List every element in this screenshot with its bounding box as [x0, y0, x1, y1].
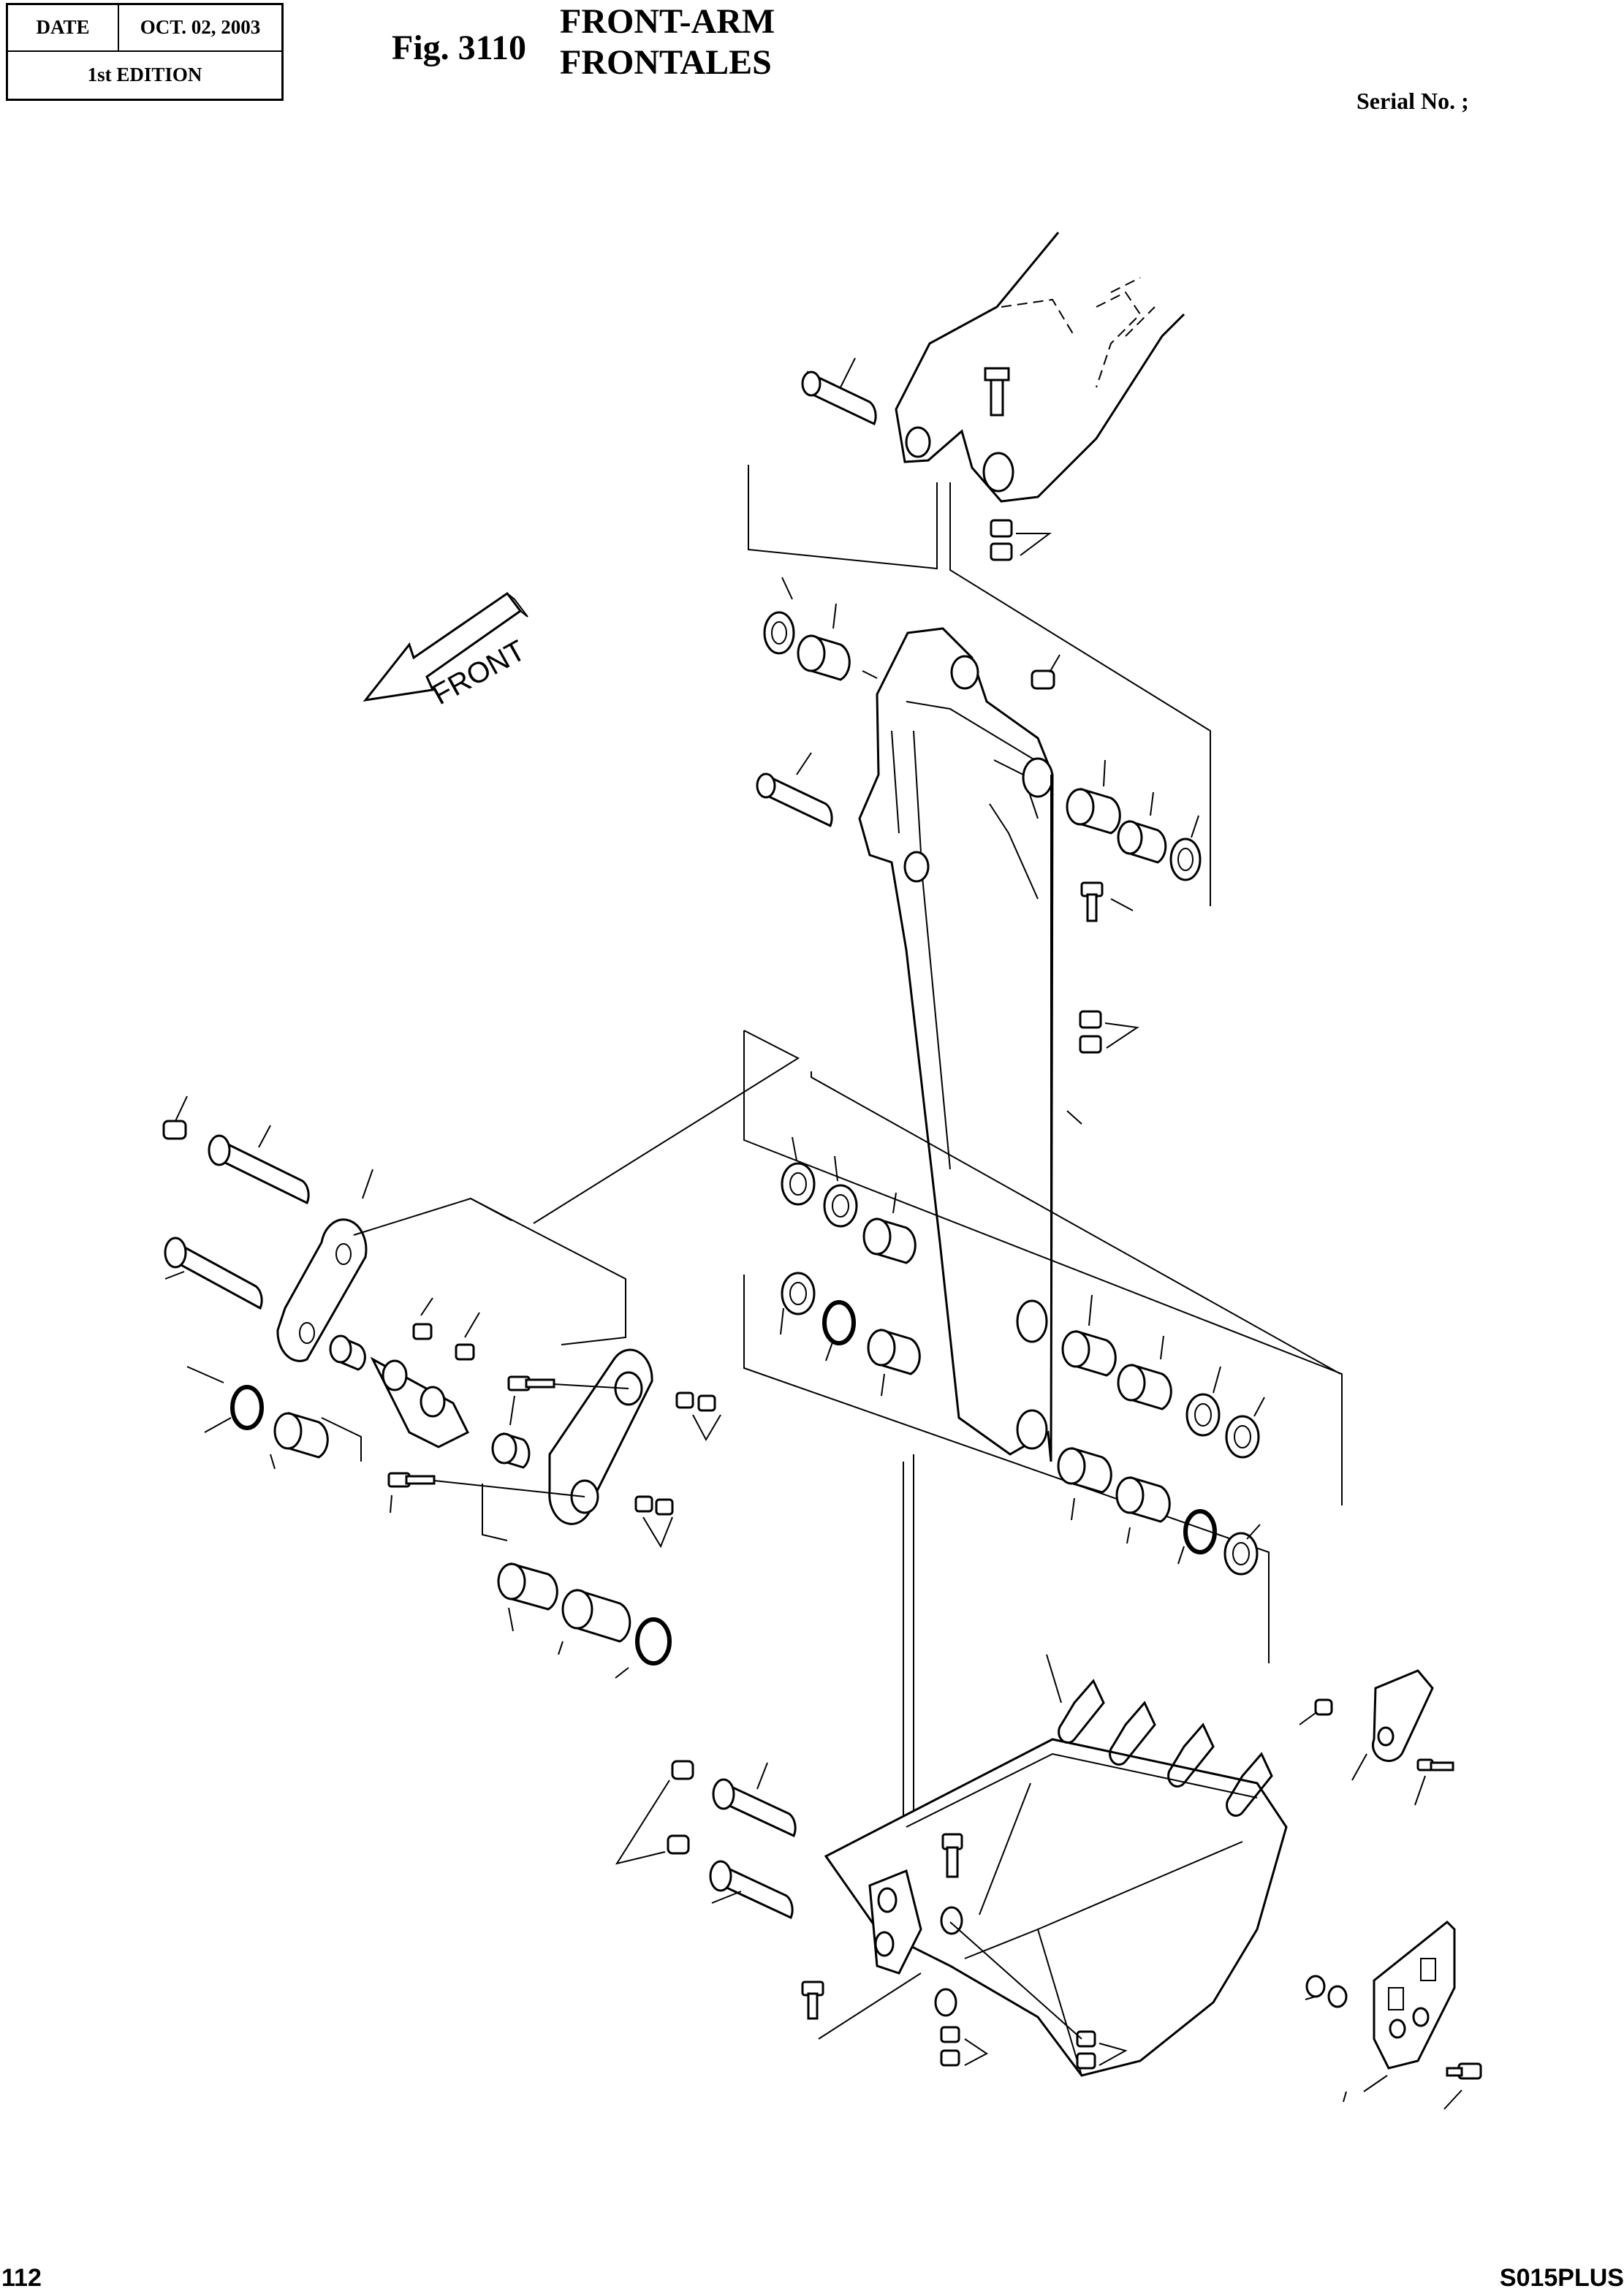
- date-edition-box: DATE OCT. 02, 2003 1st EDITION: [6, 3, 284, 101]
- arm-body: [858, 627, 1054, 1462]
- arm-bolt: [1080, 881, 1134, 922]
- front-direction-arrow: FRONT: [363, 591, 531, 711]
- upper-bushings: [763, 577, 878, 681]
- bucket-pins: [615, 1760, 824, 2020]
- grease-nipple: [1031, 654, 1060, 690]
- figure-title: FRONT-ARM FRONTALES: [560, 1, 775, 83]
- bucket: [818, 1654, 1288, 2077]
- right-lower-bushings: [1057, 1294, 1265, 1576]
- date-label: DATE: [6, 3, 119, 52]
- link-assembly: [162, 1095, 721, 1679]
- tooth-plate: [1305, 1920, 1482, 2110]
- top-pin: [801, 357, 877, 426]
- figure-title-fr: FRONTALES: [560, 43, 772, 82]
- figure-title-en: FRONT-ARM: [560, 2, 775, 41]
- figure-number: Fig. 3110: [392, 29, 527, 67]
- middle-washers: [780, 1136, 921, 1397]
- page-number: 112: [1, 2264, 42, 2292]
- date-value: OCT. 02, 2003: [118, 3, 284, 52]
- arm-side-pin: [756, 752, 833, 828]
- top-nuts: [990, 519, 1052, 561]
- arm-nuts: [1079, 1010, 1139, 1054]
- boom-end: [895, 232, 1185, 503]
- side-cutter: [1299, 1669, 1454, 1806]
- right-upper-bushings: [1066, 759, 1202, 881]
- model-code: S015PLUS: [1499, 2264, 1624, 2292]
- edition-label: 1st EDITION: [6, 50, 284, 101]
- serial-number-label: Serial No. ;: [1357, 88, 1469, 114]
